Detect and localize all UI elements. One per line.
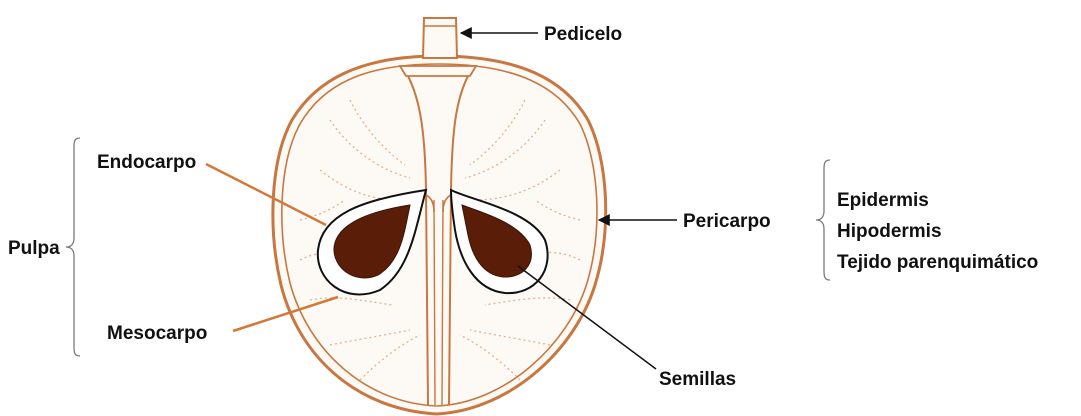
label-pedicelo: Pedicelo: [544, 24, 622, 45]
label-endocarpo: Endocarpo: [97, 152, 196, 173]
pedicel-base: [400, 66, 476, 76]
label-hipodermis: Hipodermis: [837, 221, 942, 242]
pericarpo-brace: [816, 160, 830, 280]
label-pulpa: Pulpa: [8, 238, 60, 259]
pedicel-stalk: [423, 18, 457, 58]
fruit-drawing: [273, 18, 606, 414]
label-pericarpo: Pericarpo: [683, 211, 771, 232]
label-tejido-parenquimatico: Tejido parenquimático: [837, 252, 1038, 273]
label-mesocarpo: Mesocarpo: [107, 323, 207, 344]
pulpa-brace: [66, 138, 80, 356]
label-semillas: Semillas: [659, 369, 736, 390]
label-epidermis: Epidermis: [837, 190, 929, 211]
